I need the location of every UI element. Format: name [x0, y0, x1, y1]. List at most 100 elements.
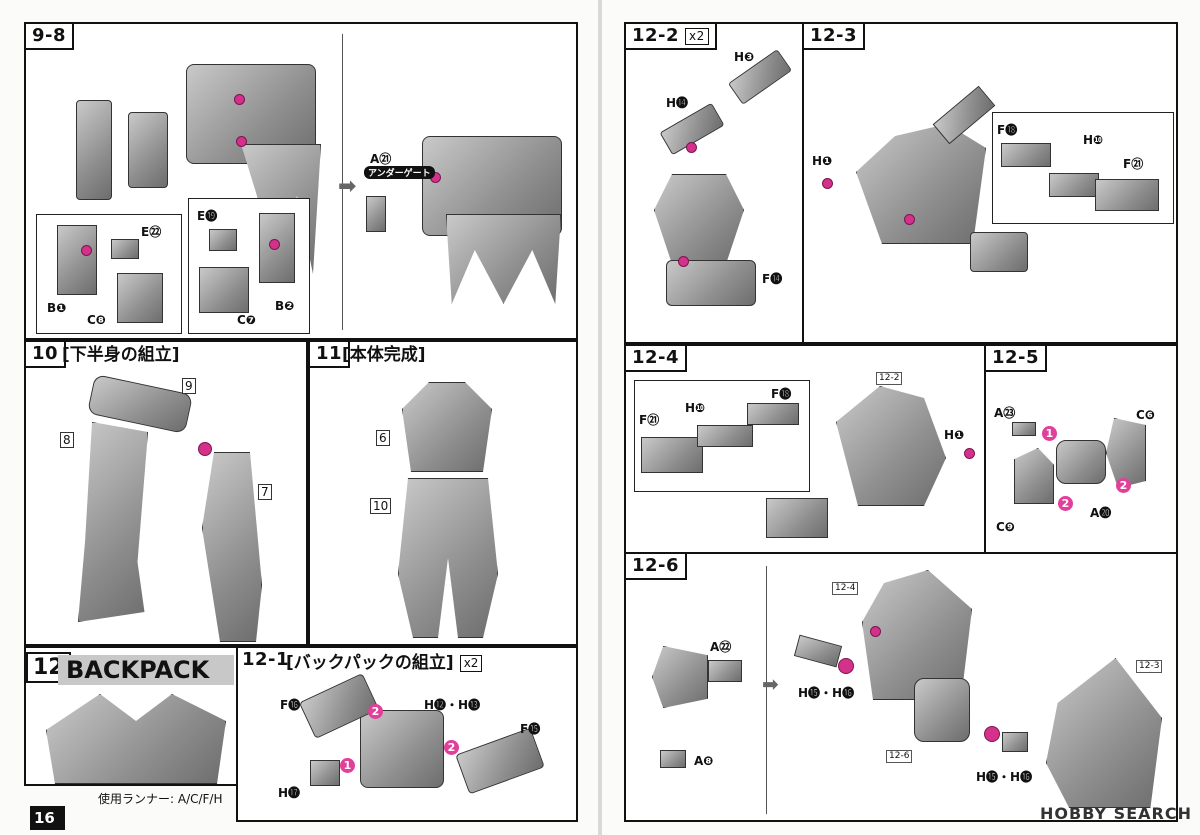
ref-8: 8	[60, 432, 74, 448]
connector-pin	[904, 214, 915, 225]
step-title: [バックパックの組立] x2	[286, 653, 483, 673]
step-12-1-panel: 12-1 [バックパックの組立]x2 2 2 1 F⓰ H⓬・H⓭ F⓯ H⓱	[236, 646, 578, 822]
inset-part	[747, 403, 799, 425]
part-label-h1: H❶	[812, 154, 833, 168]
part-label-h17: H⓱	[278, 786, 301, 800]
link-part-b	[1002, 732, 1028, 752]
connector-pin	[269, 239, 280, 250]
ref-10: 10	[370, 498, 392, 514]
multiplier-badge: x2	[459, 654, 483, 672]
step-title: [本体完成]	[342, 345, 426, 365]
step-label: 12-3	[804, 24, 866, 50]
connector-pin	[870, 626, 881, 637]
middle-joint-part	[914, 678, 970, 742]
pod-main-part	[856, 124, 986, 244]
part-label-e22: E㉒	[141, 225, 162, 239]
arrow-icon: ➡	[762, 672, 779, 696]
ref-12-4: 12-4	[832, 582, 859, 595]
inset-part	[111, 239, 139, 259]
part-label-e19: E⓳	[197, 209, 218, 223]
watermark: HOBBY SEARCH	[1040, 804, 1192, 823]
hip-joint-pin	[198, 442, 212, 456]
step-12-4-panel: 12-4 12-2 H❶ F㉑ H❿ F⓲	[624, 344, 986, 554]
part-label-c9: C❾	[996, 520, 1015, 534]
inset-part	[57, 225, 97, 295]
small-plate-part	[1012, 422, 1036, 436]
connector-pin	[236, 136, 247, 147]
part-label-h1: H❶	[944, 428, 965, 442]
small-arm-part	[366, 196, 386, 232]
inset-part	[199, 267, 249, 313]
step-11-panel: 11 [本体完成] 6 10	[308, 340, 578, 646]
page-number: 16	[30, 806, 65, 830]
part-label-f21: F㉑	[1123, 157, 1144, 171]
part-label-c6: C❻	[1136, 408, 1155, 422]
step-title: [下半身の組立]	[62, 345, 180, 365]
step-12-5-panel: 12-5 1 2 2 A㉓ C❻ C❾ A⓴	[984, 344, 1178, 554]
step-label: 11	[310, 342, 351, 368]
left-leg-part	[78, 422, 148, 622]
ref-12-3: 12-3	[1136, 660, 1163, 673]
part-label-h15h16: H⓯・H⓰	[798, 686, 855, 700]
pod-connector-part	[970, 232, 1028, 272]
connector-pin	[822, 178, 833, 189]
step-badge: 1	[1042, 426, 1057, 441]
multiplier-badge: x2	[685, 27, 709, 45]
part-label-a23: A㉓	[994, 406, 1016, 420]
wing-right-part	[455, 727, 545, 795]
part-label-h14: H⓮	[666, 96, 689, 110]
divider	[342, 34, 343, 330]
connector-pin	[984, 726, 1000, 742]
pod-connector-part	[766, 498, 828, 538]
ref-7: 7	[258, 484, 272, 500]
step-label: 10	[26, 342, 67, 368]
ref-9: 9	[182, 378, 196, 394]
step-title-text: [バックパックの組立]	[286, 653, 454, 673]
ref-12-6: 12-6	[886, 750, 913, 763]
part-label-f15: F⓯	[520, 722, 541, 736]
arrow-icon: ➡	[338, 174, 357, 199]
step-badge: 2	[1058, 496, 1073, 511]
connector-pin	[838, 658, 854, 674]
step-12-3-panel: 12-3 H❶ F⓲ H❿ F㉑	[802, 22, 1178, 344]
thruster-left-part	[1014, 448, 1054, 504]
part-label-h10: H❿	[1083, 133, 1104, 147]
part-label-f18: F⓲	[771, 387, 792, 401]
part-label-c7: C❼	[237, 313, 256, 327]
ref-12-2: 12-2	[876, 372, 903, 385]
part-label-b1: B❶	[47, 301, 67, 315]
step-12-title: BACKPACK	[58, 655, 234, 685]
step-badge-2: 2	[368, 704, 383, 719]
part-label-h12h13: H⓬・H⓭	[424, 698, 481, 712]
part-label-h3: H❸	[734, 50, 755, 64]
lower-body-part	[398, 478, 498, 638]
backpack-core-part	[360, 710, 444, 788]
small-cap-part	[708, 660, 742, 682]
under-gate-label: アンダーゲート	[364, 166, 435, 179]
step-10-panel: 10 [下半身の組立] 9 8 7	[24, 340, 308, 646]
runner-list: 使用ランナー: A/C/F/H	[98, 792, 223, 806]
inset-part	[209, 229, 237, 251]
inset-part	[1095, 179, 1159, 211]
side-block-part	[128, 112, 168, 188]
part-label-a8: A❽	[694, 754, 714, 768]
step-badge: 2	[1116, 478, 1131, 493]
part-label-a21: A㉑	[370, 152, 392, 166]
part-label-a20: A⓴	[1090, 506, 1112, 520]
part-label-h15h16: H⓯・H⓰	[976, 770, 1033, 784]
part-label-f18: F⓲	[997, 123, 1018, 137]
part-label-c8: C❽	[87, 313, 106, 327]
step-9-8-panel: 9-8 E㉒ B❶ C❽ E⓳ B❷ C❼ A㉑ アンダーゲート ➡	[24, 22, 578, 340]
joint-block-part	[652, 646, 708, 708]
lower-pod-part	[1046, 658, 1162, 808]
assembled-pod-part	[836, 386, 946, 506]
connector-pin	[234, 94, 245, 105]
right-leg-part	[202, 452, 262, 642]
backpack-preview-part	[46, 694, 226, 784]
small-bracket-part	[310, 760, 340, 786]
inset-part	[1049, 173, 1099, 197]
base-part	[660, 750, 686, 768]
part-label-h10: H❿	[685, 401, 706, 415]
